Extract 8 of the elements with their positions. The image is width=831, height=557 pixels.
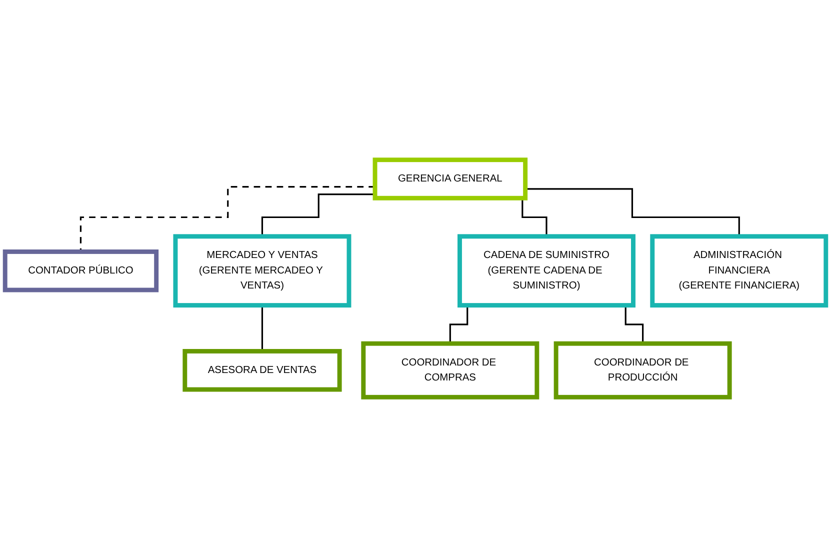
node-box: GERENCIA GENERAL: [372, 158, 528, 200]
node-box: MERCADEO Y VENTAS (GERENTE MERCADEO Y VENTAS): [173, 234, 352, 308]
node-box: CADENA DE SUMINISTRO (GERENTE CADENA DE SUMINISTRO): [458, 234, 636, 308]
node-box: ASESORA DE VENTAS: [182, 349, 342, 392]
node-box: COORDINADOR DE COMPRAS: [361, 341, 540, 400]
node-box: COORDINADOR DE PRODUCCIÓN: [554, 341, 732, 400]
node-box: CONTADOR PÚBLICO: [2, 249, 159, 292]
node-box: ADMINISTRACIÓN FINANCIERA (GERENTE FINANCIERA): [650, 234, 828, 308]
